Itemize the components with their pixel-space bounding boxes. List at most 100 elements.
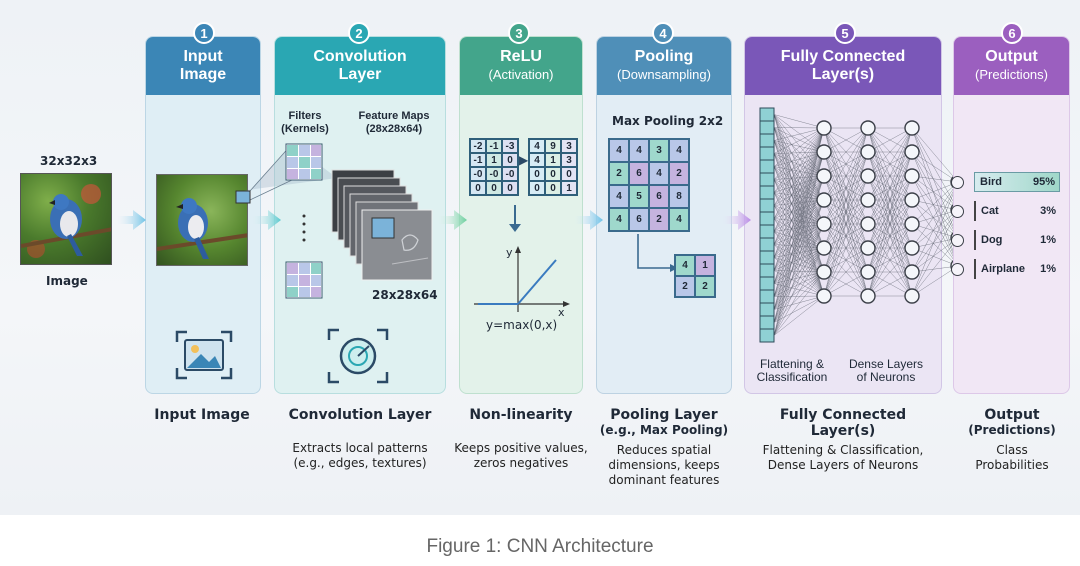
connection	[773, 175, 825, 336]
filters-label: Filters (Kernels)	[281, 110, 329, 135]
connection	[911, 181, 959, 273]
bird-thumbnail	[20, 173, 112, 265]
connection	[911, 223, 959, 239]
neuron	[860, 168, 876, 184]
neuron	[816, 288, 832, 304]
connection	[911, 175, 959, 239]
matrix-cell: 2	[696, 277, 714, 296]
connection	[773, 223, 825, 232]
flatten-cell	[759, 133, 775, 148]
connection	[867, 271, 913, 297]
connection	[773, 257, 825, 297]
connection	[773, 205, 825, 297]
connection	[773, 199, 825, 323]
max-pooling-title: Max Pooling 2x2	[612, 114, 724, 128]
matrix-cell: 0	[546, 168, 560, 180]
connection	[911, 247, 959, 267]
connection	[773, 127, 825, 129]
connection	[911, 237, 959, 297]
panel-output: Output (Predictions)	[953, 36, 1070, 394]
connection	[773, 127, 825, 154]
connection	[773, 127, 825, 249]
stage-badge-2: 2	[348, 22, 370, 44]
panel-header-pool: Pooling (Downsampling)	[597, 37, 731, 95]
matrix-cell: -0	[487, 168, 501, 180]
connection	[773, 127, 825, 284]
connection	[773, 223, 825, 297]
matrix-cell: 0	[530, 182, 544, 194]
panel-fully-connected: Fully Connected Layer(s)	[744, 36, 942, 394]
connection	[911, 265, 959, 297]
connection	[773, 140, 825, 225]
connection	[911, 223, 959, 267]
prediction-class: Cat	[981, 205, 999, 217]
matrix-cell: 0	[530, 168, 544, 180]
stage-badge-6: 6	[1001, 22, 1023, 44]
caption-fc: Fully Connected Layer(s) Flattening & Cl…	[762, 407, 924, 472]
connection	[773, 153, 825, 225]
flatten-cell	[759, 302, 775, 317]
connection	[773, 127, 825, 225]
connection	[867, 127, 913, 225]
connection	[911, 175, 959, 267]
connection	[773, 271, 825, 297]
connection	[773, 295, 825, 323]
arrow-4	[574, 210, 603, 230]
connection	[773, 271, 825, 336]
prediction-class: Dog	[981, 234, 1003, 246]
connection	[773, 175, 825, 245]
connection	[773, 127, 825, 201]
prediction-prob: 95%	[1032, 176, 1055, 188]
arrow-5	[722, 210, 751, 230]
matrix-cell: 4	[530, 154, 544, 166]
connection	[773, 231, 825, 297]
connection	[773, 295, 825, 297]
connection	[823, 223, 869, 297]
connection	[773, 223, 825, 258]
matrix-cell: 1	[487, 154, 501, 166]
matrix-cell: 2	[670, 163, 688, 184]
connection	[911, 127, 959, 239]
neuron	[816, 144, 832, 160]
connection	[773, 140, 825, 249]
connection	[773, 127, 825, 297]
matrix-cell: 0	[487, 182, 501, 194]
relu-matrix-arrow: ▶	[519, 153, 529, 167]
stage-badge-3: 3	[508, 22, 530, 44]
connection	[773, 127, 825, 180]
matrix-cell: 0	[503, 154, 517, 166]
connection	[773, 199, 825, 258]
matrix-cell: 8	[670, 186, 688, 207]
input-side-caption: Image	[46, 274, 88, 288]
connection	[911, 199, 959, 239]
connection	[773, 127, 825, 167]
connection	[773, 257, 825, 273]
matrix-cell: 4	[676, 256, 694, 275]
connection	[773, 247, 825, 284]
matrix-cell: 3	[650, 140, 668, 161]
connection	[773, 114, 825, 249]
matrix-cell: 1	[562, 182, 576, 194]
connection	[773, 283, 825, 297]
flatten-cell	[759, 315, 775, 330]
flatten-cell	[759, 328, 775, 343]
connection	[773, 175, 825, 284]
connection	[773, 175, 825, 258]
flatten-cell	[759, 263, 775, 278]
connection	[867, 127, 913, 249]
output-neuron	[951, 205, 964, 218]
feature-map-stack	[331, 169, 433, 281]
neuron	[904, 120, 920, 136]
connection	[773, 271, 825, 284]
connection	[911, 181, 959, 225]
matrix-cell: 4	[530, 140, 544, 152]
matrix-cell: -0	[471, 168, 485, 180]
connection	[773, 223, 825, 336]
connection	[773, 151, 825, 258]
connection	[867, 223, 913, 297]
connection	[773, 175, 825, 232]
connection	[773, 127, 825, 193]
